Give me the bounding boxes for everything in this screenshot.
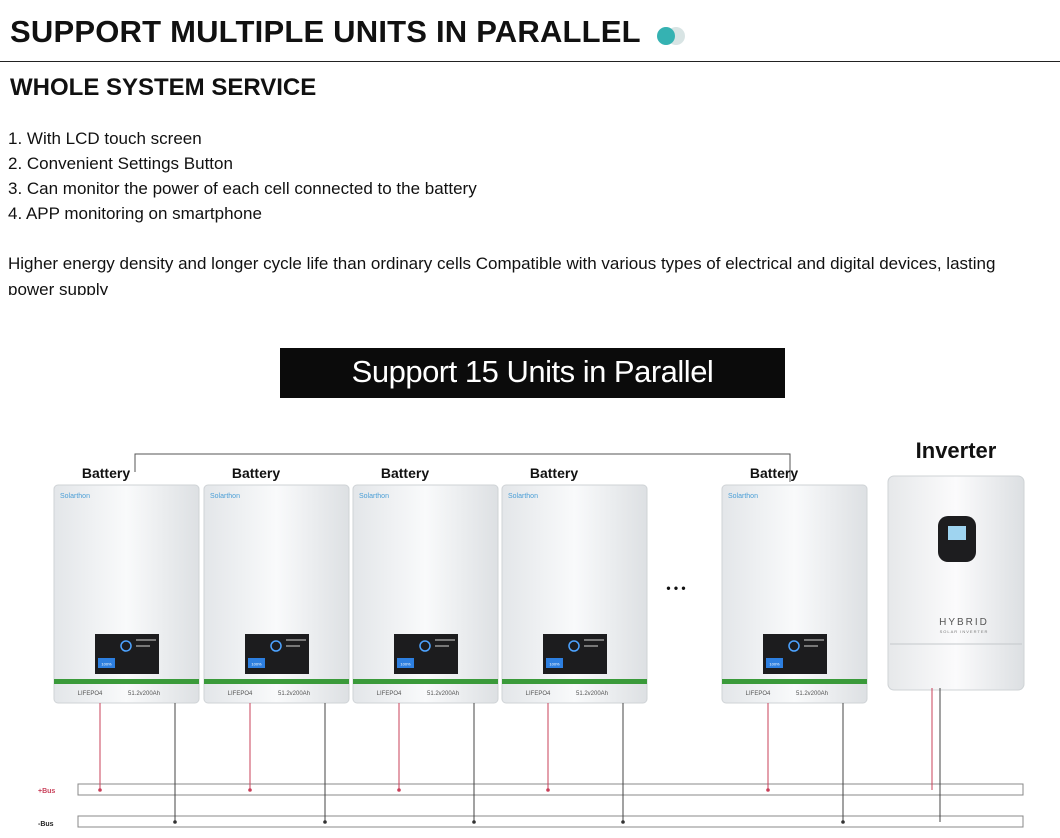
brand-logo: Solarthon [60,493,90,500]
lcd-readout: 100% [101,662,112,667]
battery-capacity: 51.2v200Ah [128,691,160,697]
comm-line [134,453,791,482]
green-stripe [54,679,199,684]
brand-logo: Solarthon [210,493,240,500]
feature-item: 2. Convenient Settings Button [8,154,233,173]
lcd-readout: 100% [251,662,262,667]
battery-capacity: 51.2v200Ah [278,691,310,697]
banner-title: Support 15 Units in Parallel [280,348,785,398]
negative-bus-label: -Bus [38,821,54,828]
feature-item: 4. APP monitoring on smartphone [8,204,262,223]
battery-capacity: 51.2v200Ah [796,691,828,697]
battery-chemistry: LIFEPO4 [377,691,402,697]
inverter-subtitle: SOLAR INVERTER [940,629,989,634]
toggle-icon [657,27,685,45]
brand-logo: Solarthon [508,493,538,500]
brand-logo: Solarthon [359,493,389,500]
battery-label: Battery [530,465,578,481]
green-stripe [353,679,498,684]
green-stripe [502,679,647,684]
lcd-readout: 100% [549,662,560,667]
battery-chemistry: LIFEPO4 [746,691,771,697]
feature-list: 1. With LCD touch screen 2. Convenient S… [8,126,477,226]
battery-label: Battery [381,465,429,481]
green-stripe [722,679,867,684]
positive-bus-bar [77,783,1024,796]
battery-capacity: 51.2v200Ah [427,691,459,697]
battery-chemistry: LIFEPO4 [78,691,103,697]
battery-label: Battery [232,465,280,481]
lcd-readout: 100% [769,662,780,667]
battery-label: Battery [750,465,798,481]
feature-item: 1. With LCD touch screen [8,129,202,148]
positive-bus-label: +Bus [38,788,55,795]
page-header: SUPPORT MULTIPLE UNITS IN PARALLEL [0,0,1060,62]
inverter-label: Inverter [916,438,997,463]
green-stripe [204,679,349,684]
description-text: Higher energy density and longer cycle l… [8,254,996,295]
section-title: WHOLE SYSTEM SERVICE [10,74,317,101]
feature-item: 3. Can monitor the power of each cell co… [8,179,477,198]
battery-capacity: 51.2v200Ah [576,691,608,697]
battery-label: Battery [82,465,130,481]
ellipsis: • • • [666,581,685,595]
inverter-brand: HYBRID [939,617,989,628]
battery-chemistry: LIFEPO4 [228,691,253,697]
negative-bus-bar [77,815,1024,828]
page-title: SUPPORT MULTIPLE UNITS IN PARALLEL [10,14,641,49]
inverter-unit: HYBRID SOLAR INVERTER [887,475,1025,691]
battery-chemistry: LIFEPO4 [526,691,551,697]
brand-logo: Solarthon [728,493,758,500]
lcd-readout: 100% [400,662,411,667]
